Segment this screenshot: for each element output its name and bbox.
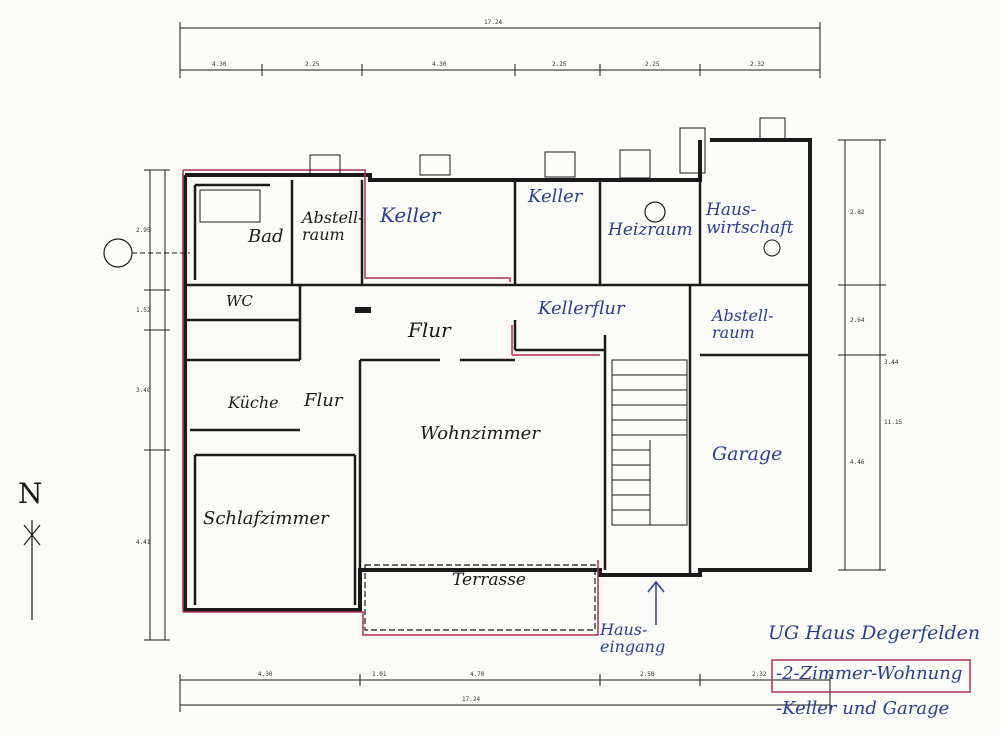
- dim-left-3: 4.41: [136, 539, 151, 546]
- dim-bottom-1: 1.01: [372, 671, 387, 678]
- windows: [309, 117, 786, 179]
- terrace-outline: [364, 564, 596, 631]
- section-marker-icon: [103, 238, 133, 268]
- title-line-3: -Keller und Garage: [776, 698, 950, 719]
- room-garage: Garage: [712, 443, 783, 465]
- dim-right-0: 2.82: [850, 209, 865, 216]
- interior-walls: [185, 180, 810, 605]
- room-kueche: Küche: [228, 393, 279, 412]
- staircase: [611, 359, 688, 526]
- room-schlafzimmer: Schlafzimmer: [203, 508, 329, 529]
- door-marker: [355, 307, 371, 313]
- dim-right-3: 3.44: [884, 359, 899, 366]
- room-keller-1: Keller: [380, 203, 441, 227]
- room-wohnzimmer: Wohnzimmer: [420, 423, 540, 444]
- room-bad: Bad: [248, 226, 284, 247]
- dim-top-4: 2.25: [645, 61, 660, 68]
- dim-right-4: 11.15: [884, 419, 903, 426]
- apartment-boundary: [182, 169, 600, 636]
- dim-right-2: 4.46: [850, 459, 865, 466]
- dim-bottom-4: 2.32: [752, 671, 767, 678]
- drain-symbol: [763, 239, 781, 257]
- dim-left-2: 3.40: [136, 387, 151, 394]
- room-terrasse: Terrasse: [452, 570, 526, 590]
- entrance-arrow-icon: [647, 580, 665, 625]
- room-kellerflur: Kellerflur: [538, 298, 625, 319]
- dim-top-1: 2.25: [305, 61, 320, 68]
- exterior-walls: [183, 138, 812, 612]
- dim-top-overall: 17.24: [484, 19, 503, 26]
- room-hauseingang: Haus- eingang: [600, 620, 666, 656]
- dim-left-1: 1.52: [136, 307, 151, 314]
- room-abstellraum-2: Abstell- raum: [712, 306, 774, 342]
- title-line-2: -2-Zimmer-Wohnung: [776, 663, 963, 684]
- dim-right-1: 2.64: [850, 317, 865, 324]
- room-wc: WC: [226, 292, 253, 310]
- dim-left-0: 2.95: [136, 227, 151, 234]
- room-heizraum: Heizraum: [608, 220, 693, 240]
- dim-bottom-overall: 17.24: [462, 696, 481, 703]
- north-arrow: [23, 520, 41, 620]
- title-highlight-box: [771, 659, 971, 693]
- dim-top-5: 2.32: [750, 61, 765, 68]
- room-abstellraum-1: Abstell- raum: [302, 208, 364, 244]
- room-hauswirtschaft: Haus- wirtschaft: [706, 200, 794, 238]
- dim-top-0: 4.30: [212, 61, 227, 68]
- room-flur-1: Flur: [408, 318, 451, 342]
- dim-bottom-2: 4.70: [470, 671, 485, 678]
- boiler-symbol: [644, 201, 666, 223]
- compass-north-letter: N: [18, 477, 43, 510]
- room-keller-2: Keller: [528, 186, 583, 207]
- dim-top-3: 2.25: [552, 61, 567, 68]
- bathtub: [199, 189, 261, 223]
- dim-bottom-0: 4.30: [258, 671, 273, 678]
- room-flur-2: Flur: [304, 390, 343, 411]
- title-line-1: UG Haus Degerfelden: [768, 622, 981, 644]
- dim-top-2: 4.30: [432, 61, 447, 68]
- dim-bottom-3: 2.58: [640, 671, 655, 678]
